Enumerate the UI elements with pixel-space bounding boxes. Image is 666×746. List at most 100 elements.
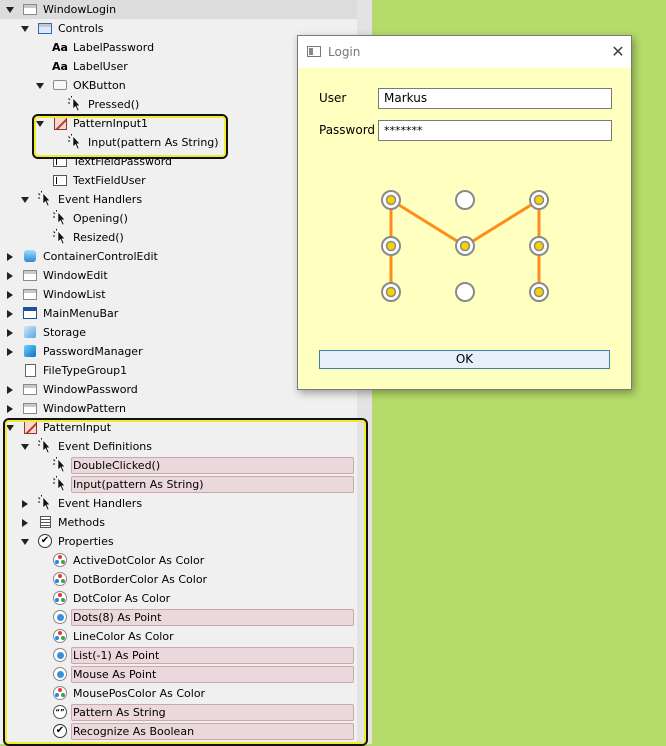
textfield-icon <box>52 153 68 169</box>
pink-row-highlight <box>71 609 354 626</box>
tree-item-label: Properties <box>58 535 114 548</box>
pattern-control-icon <box>22 419 38 435</box>
string-property-icon: “” <box>52 704 68 720</box>
login-window-titlebar[interactable]: Login ✕ <box>298 36 631 68</box>
tree-item-label: Event Handlers <box>58 193 143 206</box>
tree-item[interactable]: WindowPassword <box>0 380 357 399</box>
tree-item[interactable]: List(-1) As Point <box>0 646 357 665</box>
expanded-triangle-icon[interactable] <box>6 7 14 13</box>
tree-item[interactable]: PasswordManager <box>0 342 357 361</box>
collapsed-triangle-icon[interactable] <box>7 272 13 280</box>
tree-item[interactable]: Event Definitions <box>0 437 357 456</box>
tree-item[interactable]: ✔ Properties <box>0 532 357 551</box>
tree-item-label: ActiveDotColor As Color <box>73 554 205 567</box>
close-icon[interactable]: ✕ <box>611 42 625 61</box>
tree-item[interactable]: DotBorderColor As Color <box>0 570 357 589</box>
tree-item[interactable]: ActiveDotColor As Color <box>0 551 357 570</box>
tree-item-label: WindowLogin <box>43 3 117 16</box>
event-icon <box>67 96 83 112</box>
tree-item[interactable]: MousePosColor As Color <box>0 684 357 703</box>
tree-item[interactable]: Event Handlers <box>0 494 357 513</box>
color-property-icon <box>52 685 68 701</box>
pattern-dot-active-marker <box>533 194 545 206</box>
tree-item[interactable]: WindowEdit <box>0 266 357 285</box>
tree-item[interactable]: TextFieldUser <box>0 171 357 190</box>
tree-item[interactable]: “”Pattern As String <box>0 703 357 722</box>
collapsed-triangle-icon[interactable] <box>7 253 13 261</box>
window-icon <box>22 381 38 397</box>
tree-item[interactable]: Controls <box>0 19 357 38</box>
expanded-triangle-icon[interactable] <box>6 425 14 431</box>
tree-item[interactable]: DotColor As Color <box>0 589 357 608</box>
tree-item-label: ContainerControlEdit <box>43 250 158 263</box>
expanded-triangle-icon[interactable] <box>21 26 29 32</box>
event-icon <box>52 229 68 245</box>
pattern-input[interactable] <box>374 186 554 306</box>
tree-item[interactable]: Resized() <box>0 228 357 247</box>
login-window: Login ✕ User Markus Password ******* OK <box>297 35 632 390</box>
filetype-icon <box>22 362 38 378</box>
password-field[interactable]: ******* <box>378 120 612 141</box>
pattern-dot[interactable] <box>455 282 475 302</box>
collapsed-triangle-icon[interactable] <box>7 386 13 394</box>
login-window-title: Login <box>328 45 361 59</box>
tree-item[interactable]: Input(pattern As String) <box>0 133 357 152</box>
window-app-icon <box>307 46 321 57</box>
tree-item-label: PasswordManager <box>43 345 143 358</box>
tree-item[interactable]: PatternInput1 <box>0 114 357 133</box>
tree-item[interactable]: Opening() <box>0 209 357 228</box>
user-field[interactable]: Markus <box>378 88 612 109</box>
ok-button[interactable]: OK <box>319 350 610 369</box>
tree-item-label: Dots(8) As Point <box>73 611 162 624</box>
tree-item[interactable]: Dots(8) As Point <box>0 608 357 627</box>
tree-item[interactable]: Pressed() <box>0 95 357 114</box>
collapsed-triangle-icon[interactable] <box>7 405 13 413</box>
tree-item[interactable]: ContainerControlEdit <box>0 247 357 266</box>
color-property-icon <box>52 590 68 606</box>
label-icon: Aa <box>52 40 68 54</box>
password-label: Password <box>319 123 376 137</box>
tree-item[interactable]: LineColor As Color <box>0 627 357 646</box>
selected-row-highlight <box>0 0 357 19</box>
tree-item[interactable]: Mouse As Point <box>0 665 357 684</box>
tree-item-label: Mouse As Point <box>73 668 157 681</box>
pattern-dot-active-marker <box>459 240 471 252</box>
collapsed-triangle-icon[interactable] <box>7 310 13 318</box>
pattern-dot-active-marker <box>533 240 545 252</box>
tree-item[interactable]: MainMenuBar <box>0 304 357 323</box>
tree-item[interactable]: Methods <box>0 513 357 532</box>
collapsed-triangle-icon[interactable] <box>22 519 28 527</box>
collapsed-triangle-icon[interactable] <box>7 291 13 299</box>
collapsed-triangle-icon[interactable] <box>22 500 28 508</box>
controls-icon <box>37 20 53 36</box>
tree-item[interactable]: ✔Recognize As Boolean <box>0 722 357 741</box>
tree-item[interactable]: FileTypeGroup1 <box>0 361 357 380</box>
tree-item-label: Methods <box>58 516 105 529</box>
collapsed-triangle-icon[interactable] <box>7 348 13 356</box>
properties-icon: ✔ <box>37 533 53 549</box>
tree-item[interactable]: Input(pattern As String) <box>0 475 357 494</box>
tree-item[interactable]: PatternInput <box>0 418 357 437</box>
tree-item[interactable]: DoubleClicked() <box>0 456 357 475</box>
expanded-triangle-icon[interactable] <box>36 83 44 89</box>
window-icon <box>22 267 38 283</box>
tree-item[interactable]: WindowList <box>0 285 357 304</box>
module-icon <box>22 324 38 340</box>
tree-item[interactable]: OKButton <box>0 76 357 95</box>
expanded-triangle-icon[interactable] <box>36 121 44 127</box>
class-icon <box>22 343 38 359</box>
tree-item-label: LineColor As Color <box>73 630 174 643</box>
tree-item[interactable]: WindowPattern <box>0 399 357 418</box>
tree-item[interactable]: WindowLogin <box>0 0 357 19</box>
pink-row-highlight <box>71 704 354 721</box>
expanded-triangle-icon[interactable] <box>21 197 29 203</box>
pattern-dot[interactable] <box>455 190 475 210</box>
tree-item[interactable]: Storage <box>0 323 357 342</box>
tree-item[interactable]: Event Handlers <box>0 190 357 209</box>
expanded-triangle-icon[interactable] <box>21 444 29 450</box>
collapsed-triangle-icon[interactable] <box>7 329 13 337</box>
expanded-triangle-icon[interactable] <box>21 539 29 545</box>
methods-icon <box>37 514 53 530</box>
